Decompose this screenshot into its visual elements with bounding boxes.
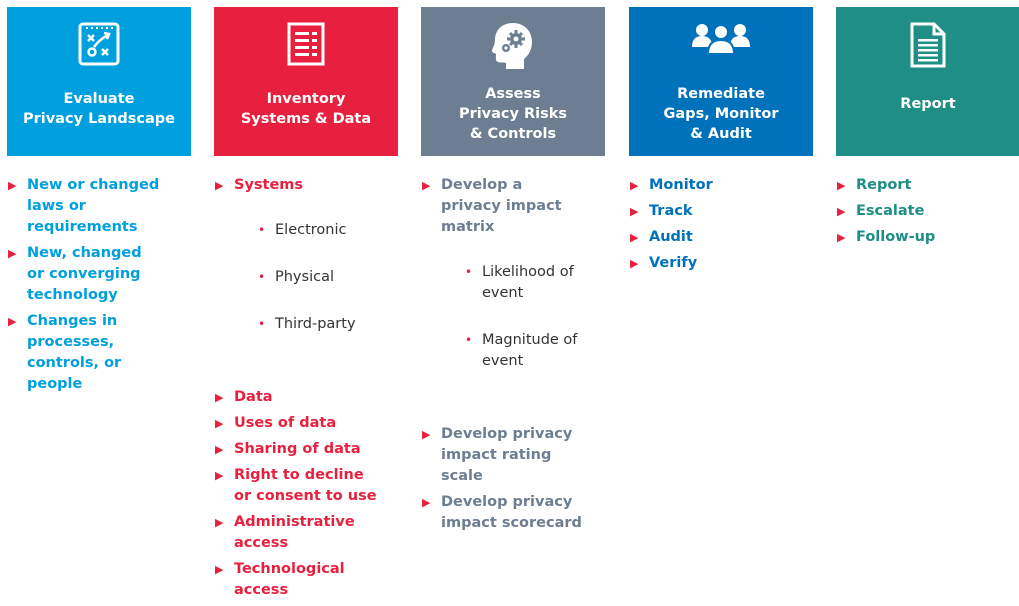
sub-list-item: Magnitude of event [463,330,605,372]
column-header-remediate: Remediate Gaps, Monitor & Audit [629,7,813,156]
column-evaluate: Evaluate Privacy Landscape New or change… [7,7,191,400]
list-item: Technological access [214,559,398,601]
column-header-report: Report [836,7,1019,156]
list-item-label: Systems [234,177,304,193]
sub-list: Likelihood of event Magnitude of event [441,241,605,398]
column-title: Report [900,96,956,112]
item-list: Monitor Track Audit Verify [629,175,813,274]
list-item-label: Develop a privacy impact matrix [441,177,562,235]
strategy-plan-icon [7,21,191,67]
list-item: Follow-up [836,227,1019,248]
column-remediate: Remediate Gaps, Monitor & Audit Monitor … [629,7,813,279]
sub-list-item: Likelihood of event [463,262,605,304]
item-list: New or changed laws or requirements New,… [7,175,191,395]
list-item: Administrative access [214,512,398,554]
sub-list-item: Third-party [256,314,398,335]
team-people-icon [629,21,813,55]
list-item: Develop privacy impact scorecard [421,492,605,534]
list-item: Sharing of data [214,439,398,460]
head-gears-icon [421,21,605,71]
list-item: Escalate [836,201,1019,222]
list-item: New, changed or converging technology [7,243,191,306]
list-item: Verify [629,253,813,274]
column-inventory: Inventory Systems & Data Systems Electro… [214,7,398,606]
column-title: Assess Privacy Risks & Controls [458,86,568,142]
item-list: Report Escalate Follow-up [836,175,1019,248]
list-item: Audit [629,227,813,248]
list-item: Changes in processes, controls, or peopl… [7,311,191,395]
column-title: Remediate Gaps, Monitor & Audit [663,86,779,142]
sub-list: Electronic Physical Third-party [234,199,398,361]
column-title: Evaluate Privacy Landscape [22,91,176,127]
item-list: Systems Electronic Physical Third-party … [214,175,398,601]
checklist-document-icon [214,21,398,67]
list-item: Report [836,175,1019,196]
column-report: Report Report Escalate Follow-up [836,7,1019,253]
list-item: Uses of data [214,413,398,434]
list-item: Data [214,387,398,408]
list-item: New or changed laws or requirements [7,175,191,238]
list-item: Monitor [629,175,813,196]
list-item: Systems Electronic Physical Third-party [214,175,398,382]
column-header-evaluate: Evaluate Privacy Landscape [7,7,191,156]
list-item: Right to decline or consent to use [214,465,398,507]
sub-list-item: Electronic [256,220,398,241]
item-list: Develop a privacy impact matrix Likeliho… [421,175,605,534]
list-item: Develop privacy impact rating scale [421,424,605,487]
column-title: Inventory Systems & Data [240,91,372,127]
column-header-inventory: Inventory Systems & Data [214,7,398,156]
column-header-assess: Assess Privacy Risks & Controls [421,7,605,156]
list-item: Develop a privacy impact matrix Likeliho… [421,175,605,419]
report-document-icon [836,21,1019,69]
column-assess: Assess Privacy Risks & Controls Develop … [421,7,605,539]
list-item: Track [629,201,813,222]
sub-list-item: Physical [256,267,398,288]
